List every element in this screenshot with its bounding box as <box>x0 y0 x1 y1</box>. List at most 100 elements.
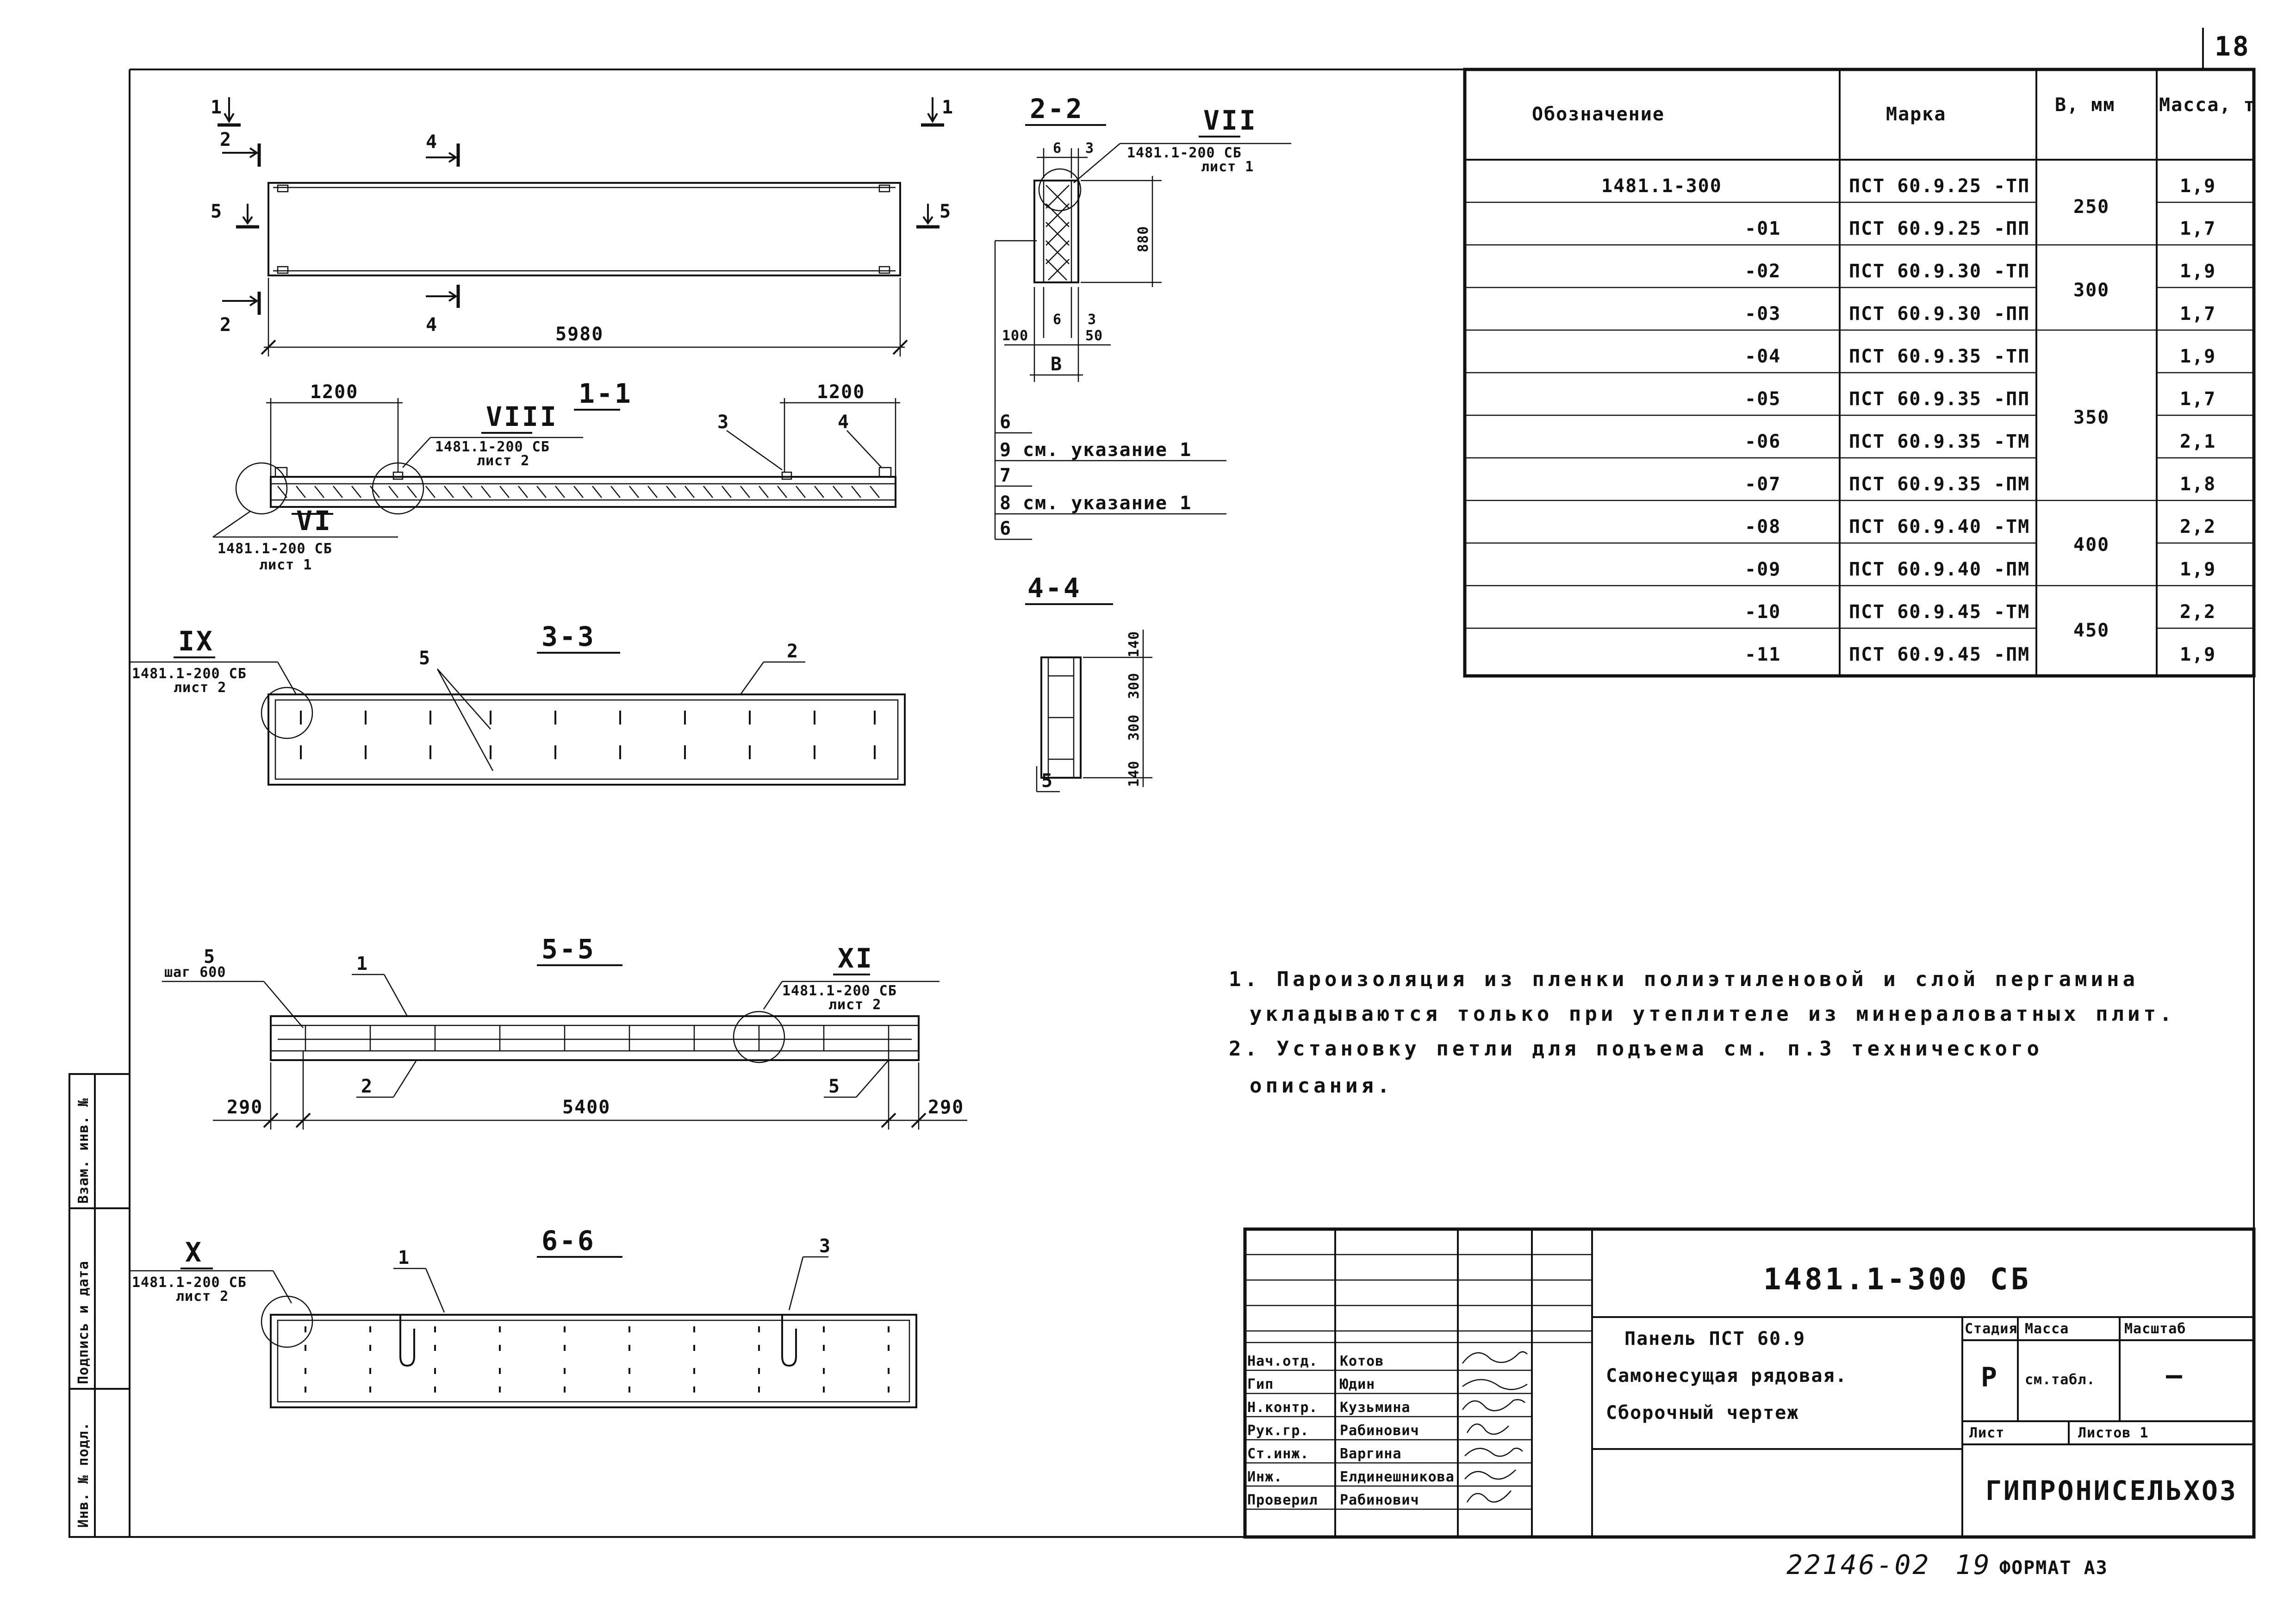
spec-cell-mark: ПСТ 60.9.35 -ПМ <box>1849 474 2030 495</box>
section-2-2-dim-6: 6 <box>1053 312 1062 328</box>
section-3-3: 3-3 IX 1481.1-200 СБ лист 2 5 2 <box>130 621 906 786</box>
section-5-5-dim-left: 290 <box>227 1097 263 1118</box>
signature-name: Рабинович <box>1340 1492 1419 1508</box>
section-5-5: 5-5 5 шаг 600 1 2 5 XI 1481.1-200 СБ лис… <box>162 933 967 1130</box>
cut-5-left: 5 <box>211 201 223 222</box>
table-row: -05 ПСТ 60.9.35 -ПП 1,7 <box>1745 388 2216 410</box>
spec-cell-mass: 1,7 <box>2180 388 2216 410</box>
section-2-2: 2-2 6 3 VII 1481.1-200 СБ лист 1 880 100… <box>994 93 1291 540</box>
spec-cell-mass: 1,9 <box>2180 175 2216 197</box>
title-block-mass-header: Масса <box>2025 1321 2069 1337</box>
title-block-mass: см.табл. <box>2025 1372 2096 1388</box>
page-number: 18 <box>2215 31 2251 62</box>
section-2-2-layer-list: 6 9 см. указание 1 7 8 см. указание 1 6 <box>995 412 1226 540</box>
section-2-2-dim-b: В <box>1051 354 1063 375</box>
section-1-1-pos-4: 4 <box>838 412 850 433</box>
plan-view: 1 1 2 2 4 4 5 5 5980 <box>211 97 953 356</box>
section-6-6-pos-1: 1 <box>398 1247 410 1268</box>
table-row: 1481.1-300 ПСТ 60.9.25 -ТП 250 1,9 <box>1601 175 2216 218</box>
signature-role: Инж. <box>1247 1469 1282 1485</box>
spec-cell-mass: 1,8 <box>2180 474 2216 495</box>
section-1-1: 1-1 1200 1200 VIII 1481.1-200 СБ лист 2 … <box>212 378 900 573</box>
spec-cell-designation: -11 <box>1745 644 1781 665</box>
section-1-1-ref-vi-sheet: лист 1 <box>259 557 312 573</box>
spec-header-mass: Масса, т <box>2159 94 2256 116</box>
table-row: -08 ПСТ 60.9.40 -ТМ 400 2,2 <box>1745 516 2216 556</box>
spec-cell-mark: ПСТ 60.9.40 -ПМ <box>1849 559 2030 580</box>
spec-cell-mass: 2,2 <box>2180 516 2216 537</box>
spec-cell-b: 250 <box>2073 196 2109 218</box>
spec-cell-mass: 1,9 <box>2180 644 2216 665</box>
section-1-1-dim-right: 1200 <box>817 381 865 403</box>
signature-name: Рабинович <box>1340 1423 1419 1439</box>
title-block: 1481.1-300 СБ Панель ПСТ 60.9 Самонесуща… <box>1243 1227 2256 1539</box>
spec-cell-designation: -01 <box>1745 218 1781 239</box>
table-row: -07 ПСТ 60.9.35 -ПМ 1,8 <box>1745 474 2216 495</box>
section-6-6-ref-x-doc: 1481.1-200 СБ <box>132 1274 247 1291</box>
spec-cell-mark: ПСТ 60.9.35 -ТП <box>1849 346 2030 367</box>
spec-cell-designation: -09 <box>1745 559 1781 580</box>
signature-mark <box>1464 1448 1523 1457</box>
table-row: -02 ПСТ 60.9.30 -ТП 300 1,9 <box>1745 261 2215 301</box>
spec-cell-designation: 1481.1-300 <box>1601 175 1722 197</box>
spec-cell-b: 300 <box>2073 280 2109 301</box>
section-5-5-pos-1: 1 <box>356 953 368 974</box>
table-row: -10 ПСТ 60.9.45 -ТМ 450 2,2 <box>1745 601 2216 641</box>
spec-cell-designation: -05 <box>1745 388 1781 410</box>
signature-role: Проверил <box>1247 1492 1318 1508</box>
section-2-2-title: 2-2 <box>1030 93 1084 125</box>
spec-cell-mark: ПСТ 60.9.45 -ТМ <box>1849 601 2030 623</box>
section-3-3-pos-2: 2 <box>787 641 799 662</box>
signature-name: Юдин <box>1340 1376 1375 1393</box>
section-6-6-ref-x: X <box>185 1237 203 1268</box>
section-3-3-ref-ix-sheet: лист 2 <box>174 680 226 696</box>
section-2-2-dim-3: 3 <box>1088 312 1096 328</box>
spec-header-mark: Марка <box>1886 104 1946 125</box>
plan-dim-length: 5980 <box>555 324 604 345</box>
spec-cell-mark: ПСТ 60.9.30 -ТП <box>1849 261 2030 282</box>
section-5-5-dim-mid: 5400 <box>562 1097 610 1118</box>
section-2-2-ref-vii-doc: 1481.1-200 СБ <box>1127 145 1242 161</box>
bottom-line: 22146-02 19 ФОРМАТ А3 <box>1786 1549 2108 1580</box>
signature-name: Елдинешникова <box>1340 1469 1455 1485</box>
section-1-1-pos-3: 3 <box>717 412 729 433</box>
section-2-2-layer-num: 6 <box>1000 412 1012 433</box>
section-5-5-step: шаг 600 <box>164 964 226 981</box>
cut-5-right: 5 <box>940 201 952 222</box>
spec-cell-mark: ПСТ 60.9.25 -ПП <box>1849 218 2030 239</box>
section-1-1-title: 1-1 <box>579 378 633 409</box>
section-2-2-dim-top-b: 3 <box>1085 140 1094 156</box>
section-4-4-title: 4-4 <box>1027 572 1082 604</box>
section-2-2-dim-top-a: 6 <box>1053 140 1062 156</box>
signature-mark <box>1462 1379 1528 1390</box>
title-block-org: ГИПРОНИСЕЛЬХОЗ <box>1985 1475 2238 1506</box>
title-block-stage-header: Стадия <box>1965 1321 2017 1337</box>
spec-cell-mass: 2,2 <box>2180 601 2216 623</box>
spec-cell-mark: ПСТ 60.9.30 -ПП <box>1849 303 2030 325</box>
spec-cell-mass: 1,7 <box>2180 218 2216 239</box>
note-line: описания. <box>1250 1074 1393 1098</box>
table-row: -03 ПСТ 60.9.30 -ПП 1,7 <box>1745 303 2215 325</box>
section-6-6-ref-x-sheet: лист 2 <box>176 1288 229 1305</box>
section-2-2-layer-num: 9 <box>1000 439 1012 461</box>
side-stamp-vzam-inv: Взам. инв. № <box>75 1098 92 1204</box>
section-1-1-ref-viii-doc: 1481.1-200 СБ <box>435 439 550 455</box>
spec-cell-designation: -04 <box>1745 346 1781 367</box>
format-label: ФОРМАТ А3 <box>1999 1557 2108 1579</box>
note-line: укладываются только при утеплителе из ми… <box>1250 1002 2175 1026</box>
section-2-2-ref-vii-sheet: лист 1 <box>1201 159 1254 175</box>
table-row: -01 ПСТ 60.9.25 -ПП 1,7 <box>1745 218 2216 239</box>
spec-cell-b: 350 <box>2073 407 2109 428</box>
signature-role: Ст.инж. <box>1247 1446 1309 1462</box>
section-2-2-layer-num: 7 <box>1000 465 1012 486</box>
cut-4-bottom: 4 <box>426 314 438 336</box>
signature-mark <box>1464 1469 1516 1480</box>
section-4-4-dim-a: 140 <box>1126 631 1142 657</box>
sheet-frame: 18 <box>129 28 2255 1538</box>
signature-role: Нач.отд. <box>1247 1353 1318 1369</box>
title-block-scale: — <box>2166 1359 2184 1391</box>
section-4-4-dim-b: 300 <box>1126 673 1142 699</box>
section-5-5-ref-xi-sheet: лист 2 <box>828 997 881 1013</box>
section-6-6-pos-3: 3 <box>819 1236 831 1257</box>
bottom-number-sheet: 19 <box>1955 1549 1991 1580</box>
